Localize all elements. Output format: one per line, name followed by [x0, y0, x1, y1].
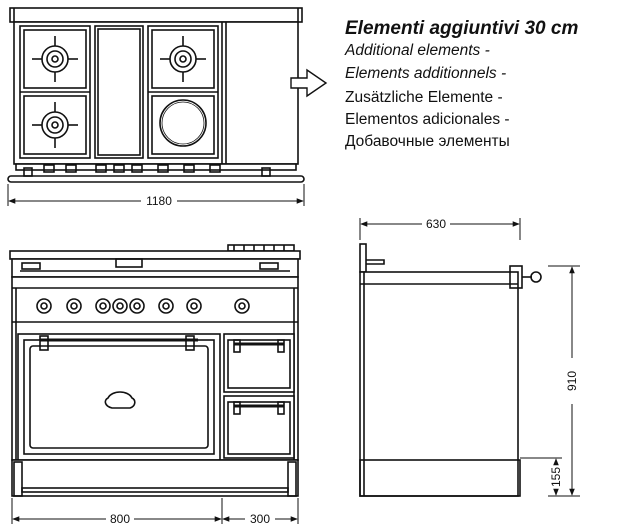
burner-grid-left — [19, 25, 91, 159]
burner-icon — [32, 36, 78, 82]
heading-title: Elementi aggiuntivi 30 cm — [345, 18, 579, 39]
large-burner-icon — [159, 99, 207, 147]
knob-icon — [186, 298, 202, 314]
side-view — [359, 243, 542, 497]
front-view — [9, 244, 301, 497]
side-oven-upper-door — [223, 333, 295, 393]
dim-side-depth-label: 630 — [426, 217, 446, 231]
dimension-lines — [7, 184, 580, 524]
dim-top-width-label: 1180 — [146, 194, 172, 208]
knob-icon — [36, 298, 52, 314]
side-knob-icon — [530, 271, 542, 283]
knob-icon — [158, 298, 174, 314]
knob-icon — [112, 298, 128, 314]
knob-icon — [234, 298, 250, 314]
knob-icon — [66, 298, 82, 314]
heading-line-de: Zusätzliche Elemente - — [345, 89, 503, 106]
logo-badge-icon — [104, 391, 136, 409]
knob-icon — [129, 298, 145, 314]
burner-icon — [32, 102, 78, 148]
knob-icon — [95, 298, 111, 314]
center-plate — [94, 25, 144, 159]
dim-main-oven-width-label: 800 — [110, 512, 130, 526]
dim-leg-height-label: 155 — [549, 467, 563, 487]
heading-line-en: Additional elements - — [345, 42, 490, 59]
burner-icon — [160, 36, 206, 82]
side-oven-lower-door — [223, 395, 295, 459]
dim-side-height-label: 910 — [565, 371, 579, 391]
heading-line-es: Elementos adicionales - — [345, 111, 510, 128]
burner-grid-right — [147, 25, 219, 159]
top-view — [7, 7, 305, 183]
top-knob-rail — [7, 163, 305, 183]
heading-line-ru: Добавочные элементы — [345, 133, 510, 150]
arrow-right-icon — [290, 68, 328, 98]
heading-line-fr: Elements additionnels - — [345, 65, 507, 82]
dim-side-oven-width-label: 300 — [250, 512, 270, 526]
